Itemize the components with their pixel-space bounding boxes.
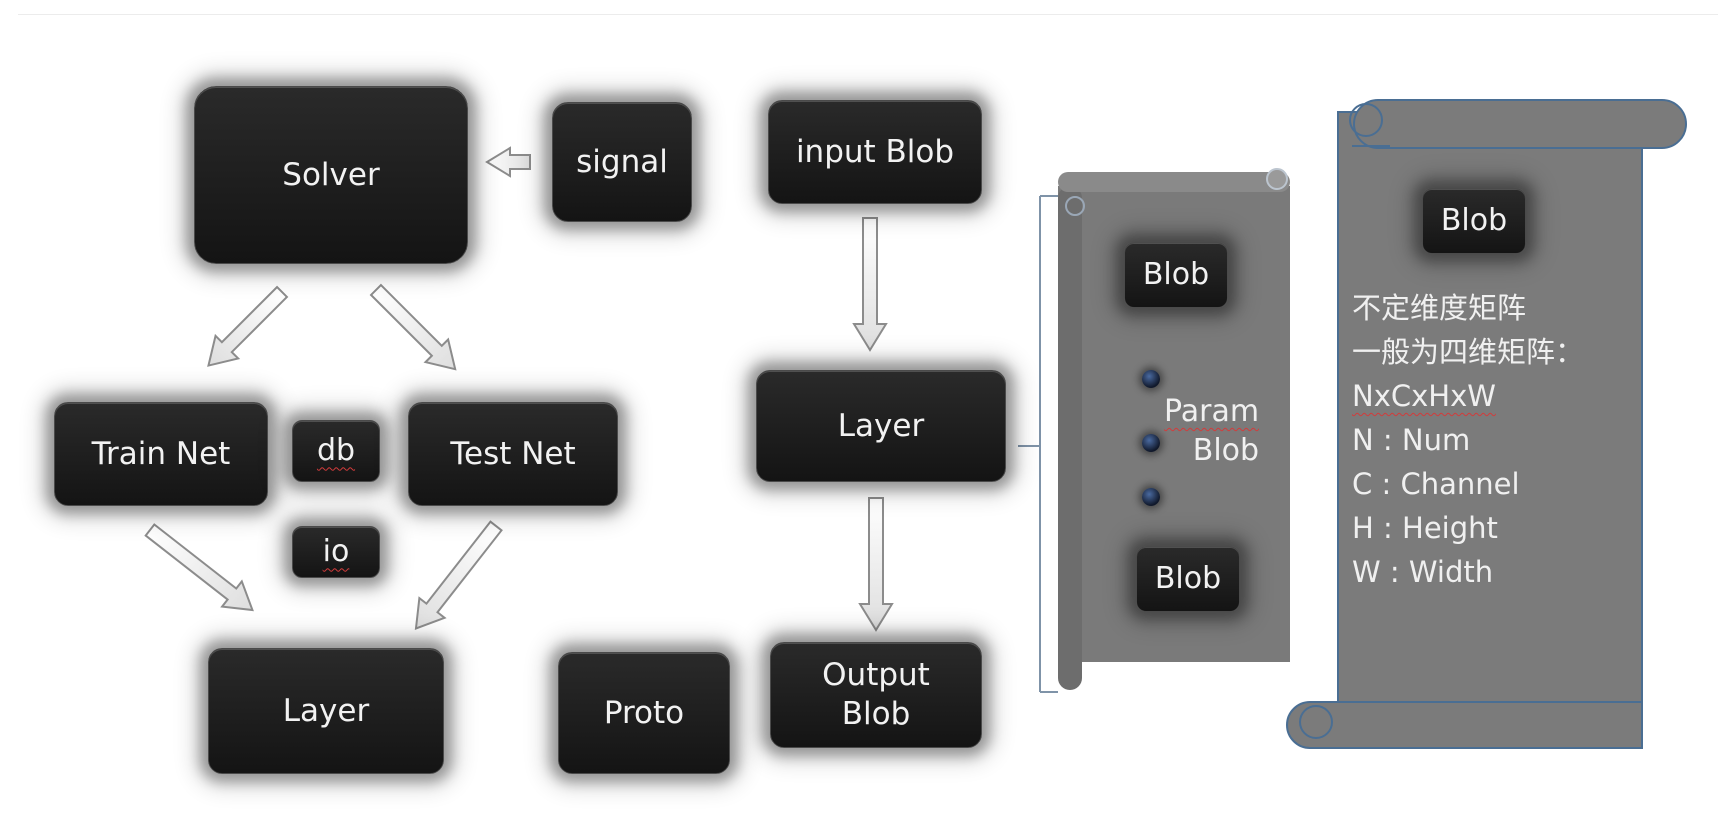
train-net-label: Train Net (91, 435, 231, 472)
blob-scroll-blob-label: Blob (1440, 203, 1508, 239)
db-box: db (292, 420, 380, 482)
output-blob-line2: Blob (841, 696, 911, 732)
signal-box: signal (552, 102, 692, 222)
arrow-train-to-layer (144, 523, 254, 612)
output-blob-box: Output Blob (770, 642, 982, 748)
io-box: io (292, 526, 380, 578)
blob-scroll-blob: Blob (1422, 188, 1526, 254)
test-net-label: Test Net (450, 435, 576, 472)
blob-description: 不定维度矩阵 一般为四维矩阵： NxCxHxW N : Num C : Chan… (1352, 286, 1584, 594)
layer-middle-label: Layer (837, 407, 925, 444)
arrow-input-to-layer (852, 217, 888, 352)
train-net-box: Train Net (54, 402, 268, 506)
blob-desc-line-4: N : Num (1352, 423, 1471, 457)
layer-scroll-top-blob-label: Blob (1142, 257, 1210, 293)
layer-scroll-bottom-blob: Blob (1136, 546, 1240, 612)
blob-desc-line-5: C : Channel (1352, 467, 1520, 501)
arrow-layer-to-output (858, 497, 894, 632)
param-dot-2 (1142, 434, 1160, 452)
param-line1: Param (1164, 394, 1260, 429)
signal-label: signal (576, 143, 668, 180)
db-label: db (316, 433, 356, 469)
output-blob-label: Output Blob (822, 656, 930, 734)
layer-scroll-top-blob: Blob (1124, 242, 1228, 308)
arrow-signal-to-solver (485, 146, 531, 178)
proto-box: Proto (558, 652, 730, 774)
param-dot-1 (1142, 370, 1160, 388)
solver-box: Solver (194, 86, 468, 264)
layer-box-left: Layer (208, 648, 444, 774)
layer-left-label: Layer (282, 692, 370, 729)
solver-label: Solver (282, 156, 380, 193)
input-blob-box: input Blob (768, 100, 982, 204)
arrow-solver-to-test (369, 283, 457, 371)
blob-desc-line-3: NxCxHxW (1352, 379, 1496, 413)
blob-desc-line-1: 不定维度矩阵 (1352, 291, 1527, 325)
blob-desc-line-2: 一般为四维矩阵： (1352, 335, 1585, 369)
proto-label: Proto (603, 694, 685, 731)
arrow-test-to-layer (414, 520, 503, 630)
top-divider (18, 14, 1718, 15)
param-dot-3 (1142, 488, 1160, 506)
io-label: io (322, 534, 350, 570)
arrow-solver-to-train (207, 285, 289, 367)
blob-desc-line-6: H : Height (1352, 511, 1498, 545)
output-blob-line1: Output (822, 657, 930, 694)
layer-scroll-bottom-blob-label: Blob (1154, 561, 1222, 597)
param-blob-label: Param Blob (1164, 392, 1259, 470)
param-line2: Blob (1192, 433, 1260, 468)
blob-desc-line-7: W : Width (1352, 555, 1494, 589)
test-net-box: Test Net (408, 402, 618, 506)
layer-box-middle: Layer (756, 370, 1006, 482)
input-blob-label: input Blob (795, 133, 955, 170)
